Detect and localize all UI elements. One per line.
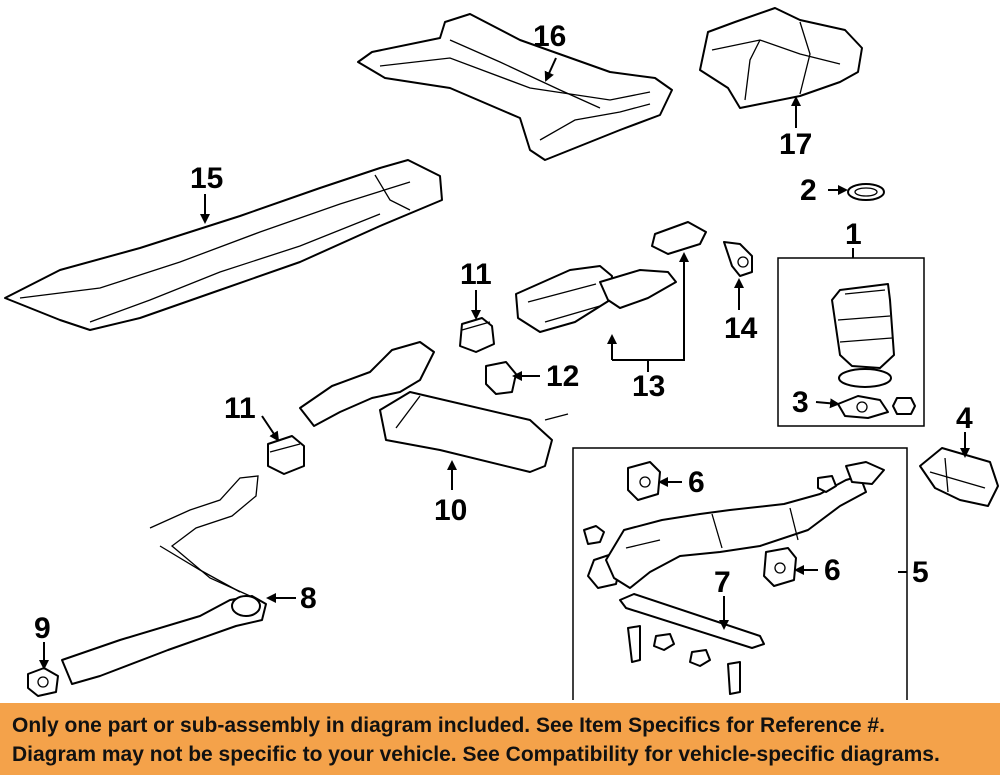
callout-11-lower: 11 bbox=[224, 392, 256, 425]
part-1-catalytic-converter bbox=[831, 283, 895, 388]
part-4-bracket bbox=[919, 447, 999, 507]
callout-9: 9 bbox=[34, 612, 51, 645]
callout-1: 1 bbox=[845, 218, 862, 251]
part-6-hanger-lower bbox=[763, 547, 797, 587]
part-3-gasket bbox=[837, 395, 916, 419]
part-11-clamp-upper bbox=[459, 317, 495, 353]
part-13-muffler bbox=[515, 221, 707, 333]
part-17-heat-shield bbox=[699, 7, 863, 109]
part-15-heat-shield bbox=[4, 159, 443, 331]
callout-16: 16 bbox=[533, 20, 566, 53]
callout-17: 17 bbox=[779, 128, 812, 161]
part-6-hanger-upper bbox=[627, 461, 661, 501]
callout-6-upper: 6 bbox=[688, 466, 705, 499]
disclaimer-line-2: Diagram may not be specific to your vehi… bbox=[12, 743, 940, 766]
part-11-clamp-lower bbox=[267, 435, 305, 475]
part-2-gasket bbox=[847, 183, 885, 201]
callout-2: 2 bbox=[800, 174, 817, 207]
callout-5: 5 bbox=[912, 556, 929, 589]
disclaimer-banner: Only one part or sub-assembly in diagram… bbox=[0, 703, 1000, 775]
callout-8: 8 bbox=[300, 582, 317, 615]
callout-numbers: 16 17 15 2 1 3 4 14 11 12 13 10 11 8 9 5… bbox=[34, 20, 973, 645]
part-5-box bbox=[572, 447, 908, 700]
callout-3: 3 bbox=[792, 386, 809, 419]
callout-13: 13 bbox=[632, 370, 665, 403]
part-10-muffler bbox=[299, 341, 569, 473]
part-1-box bbox=[777, 257, 925, 427]
exhaust-parts-diagram: 16 17 15 2 1 3 4 14 11 12 13 10 11 8 9 5… bbox=[4, 7, 999, 700]
part-9-gasket bbox=[27, 667, 59, 697]
callout-15: 15 bbox=[190, 162, 223, 195]
callout-7: 7 bbox=[714, 566, 731, 599]
callout-4: 4 bbox=[956, 402, 973, 435]
part-12-insulator bbox=[485, 361, 517, 395]
callout-6-lower: 6 bbox=[824, 554, 841, 587]
callout-10: 10 bbox=[434, 494, 467, 527]
part-7-bracket bbox=[619, 593, 765, 695]
callout-11-upper: 11 bbox=[460, 258, 492, 291]
callout-12: 12 bbox=[546, 360, 579, 393]
part-8-intermediate-pipe bbox=[61, 475, 267, 685]
disclaimer-line-1: Only one part or sub-assembly in diagram… bbox=[12, 714, 885, 737]
leader-lines bbox=[39, 57, 970, 670]
part-5-exhaust-assembly bbox=[583, 461, 885, 589]
callout-14: 14 bbox=[724, 312, 758, 345]
part-14-hanger bbox=[723, 241, 753, 277]
part-16-heat-shield bbox=[357, 13, 673, 161]
